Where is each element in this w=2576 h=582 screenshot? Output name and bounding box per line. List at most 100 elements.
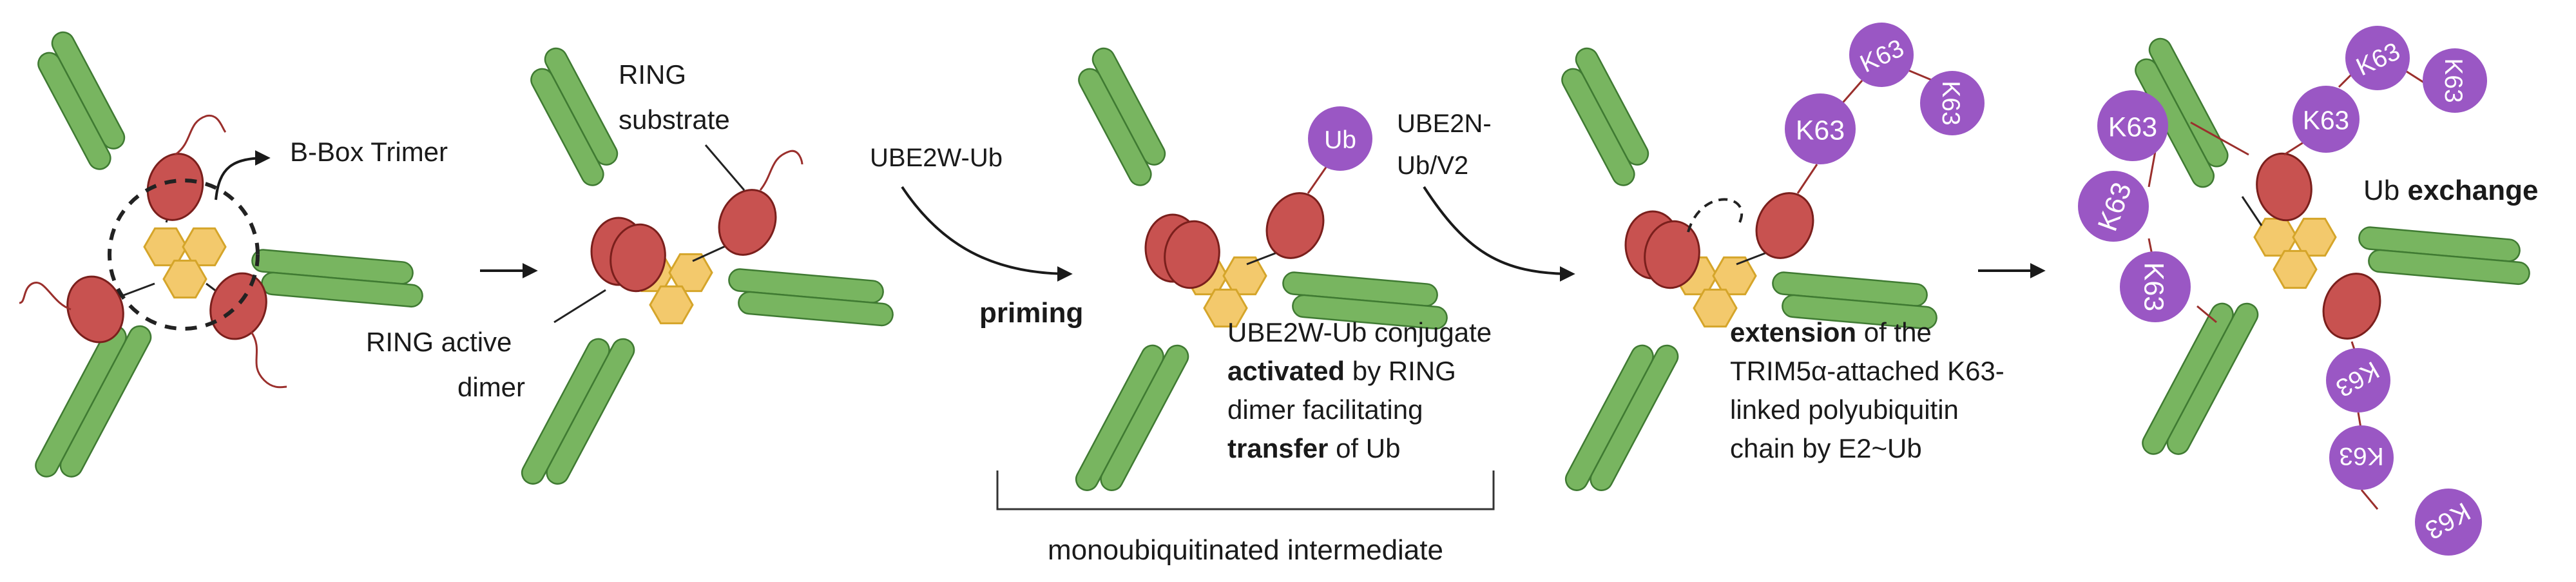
coiled-coil-helix [37, 52, 111, 170]
ub-bead-k63: K63 [2097, 90, 2168, 161]
ring-dimer-front [1644, 220, 1700, 289]
ubiquitin-circle [2097, 90, 2168, 161]
coiled-coil [1075, 344, 1189, 491]
ring-domain-top [146, 153, 204, 221]
coiled-coil-helix [1782, 294, 1937, 330]
coiled-coil [1078, 47, 1166, 186]
extension-text-line3: linked polyubiquitin [1730, 394, 1959, 425]
panel-3-monoubiquitination: Ub [1075, 47, 1448, 491]
ub-linker [2360, 489, 2379, 510]
ub-bead-k63: K63 [1785, 93, 1856, 164]
ubiquitin-circle [1920, 71, 1985, 135]
ubiquitin-circle [1849, 23, 1914, 87]
coiled-coil [530, 47, 619, 186]
ub-bead-k63: K63 [2345, 26, 2410, 90]
panel-1-bbox-trimer [19, 31, 423, 478]
ubiquitin-label: K63 [2303, 106, 2349, 135]
coiled-coil [2358, 226, 2530, 286]
coiled-coil-helix [2142, 302, 2234, 455]
ub-bead-k63: K63 [2329, 425, 2394, 490]
coiled-coil-helix [1078, 68, 1152, 186]
bbox-trimer [2253, 217, 2337, 289]
disordered-tail [759, 150, 803, 191]
coiled-coil [1772, 271, 1937, 330]
ub-bead-k63: K63 [2423, 48, 2487, 113]
ube2n-label-line1: UBE2N- [1397, 110, 1492, 138]
ube2n-label-line2: Ub/V2 [1397, 151, 1468, 180]
ring-substrate [1265, 192, 1325, 259]
ubiquitin-circle [2292, 86, 2360, 153]
ubiquitin-label: K63 [2339, 442, 2383, 470]
ub-bead-k63: K63 [2415, 489, 2482, 556]
conjugate-text-activated: activated [1227, 356, 1345, 386]
ubiquitin-label: K63 [1796, 115, 1845, 146]
bbox-hexagon [1693, 288, 1738, 328]
coiled-coil-helix [2368, 249, 2530, 286]
coiled-coil-helix [738, 291, 894, 327]
coiled-coil [251, 249, 423, 308]
ub-linker [2190, 121, 2249, 156]
extension-text-line4: chain by E2~Ub [1730, 433, 1922, 463]
ub-exchange-label: Ub exchange [2363, 175, 2538, 206]
extension-text-line2: TRIM5α-attached K63- [1730, 356, 2004, 386]
ub-linker [2148, 151, 2157, 188]
coiled-coil-helix [521, 338, 610, 485]
coiled-coil [728, 268, 894, 327]
coiled-coil-helix [1561, 68, 1635, 186]
ub-bead-k63: K63 [2078, 171, 2149, 242]
ring-active-label-line1: RING active [366, 327, 512, 357]
coiled-coil [1561, 47, 1649, 186]
bbox-hexagon [649, 285, 694, 325]
panel-2-ring-dimer [521, 47, 894, 485]
conjugate-text-line4: transfer of Ub [1227, 433, 1400, 463]
bbox-hexagon [2292, 217, 2337, 257]
bbox-trimer [143, 227, 227, 299]
priming-arrow [901, 186, 1073, 282]
ub-bead-monoub: Ub [1308, 106, 1372, 171]
linker [2241, 196, 2263, 226]
bbox-trimer-callout-arrow [215, 150, 271, 200]
linker [692, 244, 729, 262]
extension-text-extension: extension [1730, 317, 1856, 347]
extension-text-line1: extension of the [1730, 317, 1932, 347]
ubiquitin-circle [2120, 251, 2191, 322]
ring-domain-top [2256, 152, 2312, 222]
ring-dimer-front [610, 223, 666, 293]
ube2w-ub-label: UBE2W-Ub [870, 144, 1003, 172]
bbox-trimer-label: B-Box Trimer [290, 137, 448, 167]
ring-dimer-front [1164, 220, 1220, 289]
bbox-hexagon [1712, 256, 1757, 296]
ubiquitin-circle [2345, 26, 2410, 90]
ubiquitin-circle [2326, 348, 2390, 412]
coiled-coil [1564, 344, 1679, 491]
coiled-coil-helix [261, 271, 423, 308]
ub-linker [2196, 305, 2217, 324]
coiled-coil-helix [1564, 344, 1654, 491]
coiled-coil [37, 31, 126, 170]
ring-substrate [718, 189, 777, 256]
coiled-coil [2142, 302, 2259, 455]
disordered-tail [175, 114, 227, 156]
ubiquitin-label: Ub [1324, 126, 1356, 154]
ub-exchange-ub: Ub [2363, 175, 2407, 206]
ubiquitin-label: K63 [2108, 112, 2157, 143]
ub-linker [1796, 164, 1818, 194]
extension-arrow [1423, 186, 1575, 282]
ring-active-label-line2: dimer [457, 372, 525, 402]
ub-bead-k63: K63 [2326, 348, 2390, 412]
ub-bead-k63: K63 [1920, 71, 1985, 135]
bbox-hexagon [162, 259, 207, 299]
coiled-coil [2135, 37, 2229, 188]
ubiquitin-circle [2329, 425, 2394, 490]
conjugate-text-line2: activated by RING [1227, 356, 1456, 386]
coiled-coil-helix [530, 68, 604, 186]
conjugate-text-of-ub: of Ub [1328, 433, 1400, 463]
ring-domain-right [2322, 273, 2381, 340]
ub-bead-k63: K63 [2120, 251, 2191, 322]
bbox-hexagon [182, 227, 227, 267]
coiled-coil [521, 338, 635, 485]
ring-substrate [1755, 192, 1814, 259]
ubiquitin-label: K63 [1937, 81, 1965, 125]
